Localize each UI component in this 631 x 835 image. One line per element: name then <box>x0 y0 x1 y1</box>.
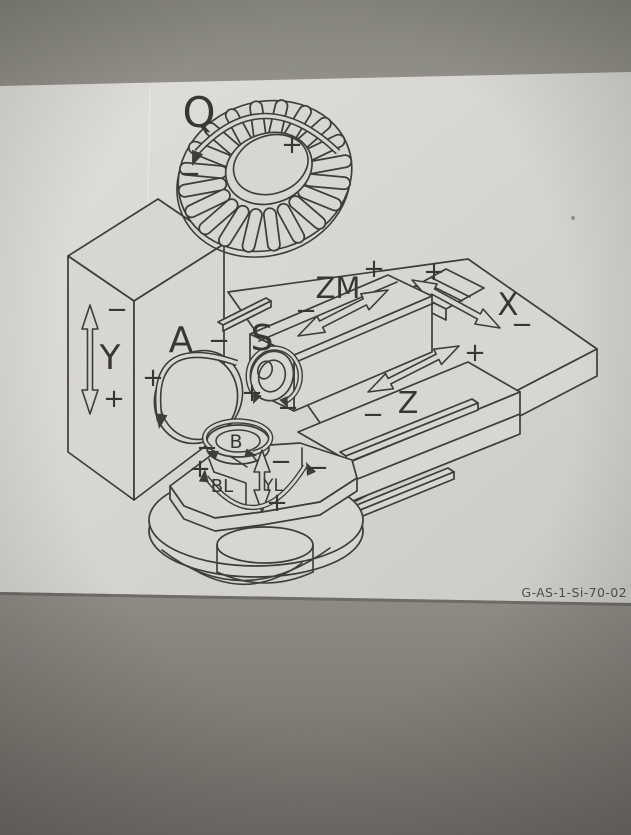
photo-vignette <box>0 0 631 835</box>
photo-of-axis-diagram-poster: Q − + Y − + A − + S + − ZM + − X + − Z +… <box>0 0 631 835</box>
